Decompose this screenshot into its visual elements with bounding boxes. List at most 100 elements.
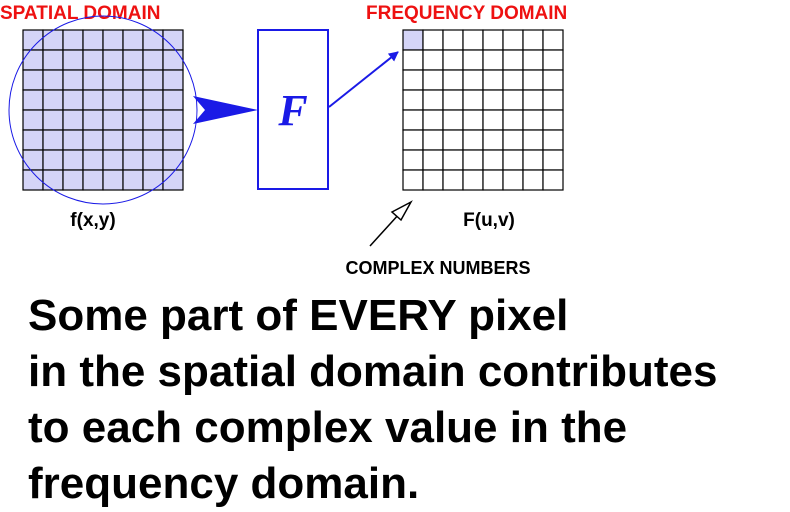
- grid-cell: [42, 49, 64, 71]
- grid-cell: [422, 149, 444, 171]
- grid-cell: [422, 109, 444, 131]
- grid-cell: [82, 89, 104, 111]
- grid-cell: [102, 29, 124, 51]
- grid-cell: [142, 109, 164, 131]
- grid-cell: [62, 69, 84, 91]
- grid-cell: [42, 109, 64, 131]
- grid-cell: [402, 109, 424, 131]
- grid-cell: [62, 49, 84, 71]
- grid-cell: [442, 29, 464, 51]
- grid-cell: [402, 49, 424, 71]
- frequency-grid: [402, 29, 564, 191]
- grid-cell: [522, 69, 544, 91]
- grid-cell: [462, 109, 484, 131]
- grid-cell: [102, 129, 124, 151]
- grid-cell: [142, 29, 164, 51]
- grid-cell: [142, 169, 164, 191]
- grid-cell: [122, 69, 144, 91]
- grid-cell: [462, 89, 484, 111]
- grid-cell: [402, 69, 424, 91]
- grid-cell: [402, 29, 424, 51]
- grid-cell: [42, 129, 64, 151]
- grid-cell: [22, 109, 44, 131]
- grid-cell: [422, 29, 444, 51]
- spatial-grid: [22, 29, 184, 191]
- complex-pointer-shaft: [369, 212, 401, 247]
- grid-cell: [522, 169, 544, 191]
- grid-cell: [62, 149, 84, 171]
- grid-cell: [422, 169, 444, 191]
- grid-cell: [42, 169, 64, 191]
- grid-cell: [542, 49, 564, 71]
- grid-cell: [122, 109, 144, 131]
- grid-cell: [502, 149, 524, 171]
- explanation-line-2: in the spatial domain contributes: [28, 347, 718, 396]
- grid-cell: [522, 29, 544, 51]
- grid-cell: [102, 169, 124, 191]
- frequency-function-label: F(u,v): [463, 210, 515, 231]
- frequency-domain-title: FREQUENCY DOMAIN: [366, 3, 567, 24]
- explanation-line-1: Some part of EVERY pixel: [28, 291, 569, 340]
- grid-cell: [402, 129, 424, 151]
- grid-cell: [462, 49, 484, 71]
- spatial-highlight-circle: [8, 15, 198, 205]
- grid-cell: [482, 149, 504, 171]
- grid-cell: [462, 69, 484, 91]
- grid-cell: [482, 129, 504, 151]
- grid-cell: [22, 149, 44, 171]
- grid-cell: [42, 149, 64, 171]
- grid-cell: [462, 129, 484, 151]
- grid-cell: [542, 129, 564, 151]
- grid-cell: [522, 129, 544, 151]
- grid-cell: [442, 89, 464, 111]
- grid-cell: [62, 169, 84, 191]
- grid-cell: [162, 109, 184, 131]
- grid-cell: [102, 89, 124, 111]
- grid-cell: [122, 89, 144, 111]
- grid-cell: [62, 129, 84, 151]
- grid-cell: [482, 89, 504, 111]
- grid-cell: [82, 29, 104, 51]
- input-arrow: [193, 96, 258, 124]
- grid-cell: [442, 169, 464, 191]
- grid-cell: [542, 169, 564, 191]
- grid-cell: [62, 29, 84, 51]
- grid-cell: [82, 49, 104, 71]
- spatial-function-label: f(x,y): [70, 210, 115, 231]
- grid-cell: [122, 29, 144, 51]
- complex-numbers-label: COMPLEX NUMBERS: [345, 258, 530, 278]
- grid-cell: [482, 69, 504, 91]
- grid-cell: [542, 149, 564, 171]
- grid-cell: [462, 149, 484, 171]
- grid-cell: [162, 169, 184, 191]
- grid-cell: [402, 149, 424, 171]
- grid-cell: [502, 29, 524, 51]
- grid-cell: [402, 169, 424, 191]
- grid-cell: [122, 49, 144, 71]
- grid-cell: [42, 89, 64, 111]
- grid-cell: [22, 49, 44, 71]
- grid-cell: [82, 149, 104, 171]
- grid-cell: [402, 89, 424, 111]
- grid-cell: [102, 149, 124, 171]
- grid-cell: [422, 89, 444, 111]
- grid-cell: [142, 69, 164, 91]
- grid-cell: [162, 129, 184, 151]
- grid-cell: [422, 129, 444, 151]
- transform-symbol: F: [277, 86, 307, 135]
- grid-cell: [482, 49, 504, 71]
- grid-cell: [162, 149, 184, 171]
- grid-cell: [122, 169, 144, 191]
- grid-cell: [162, 69, 184, 91]
- grid-cell: [62, 109, 84, 131]
- explanation-text: Some part of EVERY pixel in the spatial …: [28, 288, 717, 512]
- grid-cell: [142, 49, 164, 71]
- grid-cell: [522, 109, 544, 131]
- explanation-line-4: frequency domain.: [28, 459, 420, 508]
- grid-cell: [482, 169, 504, 191]
- grid-cell: [502, 69, 524, 91]
- grid-cell: [82, 109, 104, 131]
- grid-cell: [122, 129, 144, 151]
- grid-cell: [442, 49, 464, 71]
